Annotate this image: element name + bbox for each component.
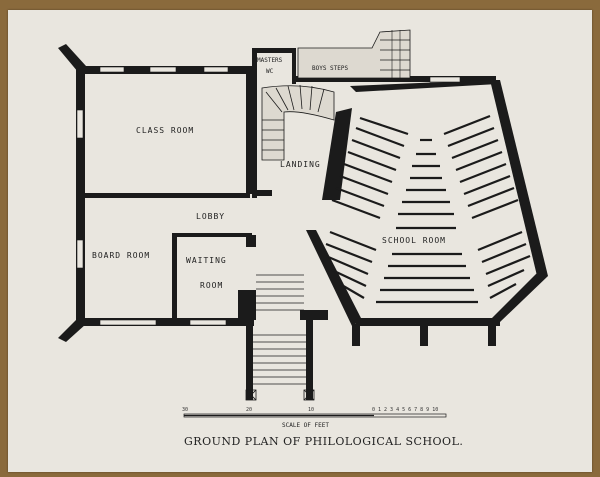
- scale-bar: 30 20 10 0 1 2 3 4 5 6 7 8 9 10 SCALE OF…: [182, 407, 447, 429]
- entrance-wall-left: [246, 320, 253, 400]
- caption: GROUND PLAN OF PHILOLOGICAL SCHOOL.: [184, 435, 463, 448]
- school-wall-se: [492, 272, 548, 322]
- scale-label: SCALE OF FEET: [282, 422, 329, 429]
- buttress-s2: [420, 324, 428, 346]
- entrance-pier: [300, 310, 328, 320]
- wall-masters-right: [292, 48, 296, 84]
- label-wc: WC: [266, 68, 274, 75]
- buttress-s3: [488, 324, 496, 346]
- scale-tick-30: 30: [182, 407, 188, 413]
- wall-stair-bottom: [252, 190, 272, 196]
- main-staircase: [261, 84, 335, 161]
- wall-board-waiting: [172, 233, 177, 318]
- label-board-room: BOARD ROOM: [92, 251, 150, 260]
- scale-tick-20: 20: [246, 407, 252, 413]
- wall-masters-top: [252, 48, 294, 53]
- wall-bottom: [76, 318, 254, 326]
- wall-classroom-right: [246, 74, 253, 194]
- entrance-wall-right: [306, 320, 313, 400]
- school-wall-right: [490, 80, 548, 280]
- wall-landing-right: [322, 108, 352, 200]
- label-waiting: WAITING: [186, 256, 227, 265]
- wall-left: [76, 66, 85, 326]
- label-boys-steps: BOYS STEPS: [312, 65, 349, 72]
- label-school-room: SCHOOL ROOM: [382, 236, 446, 245]
- scale-tick-10: 10: [308, 407, 314, 413]
- school-benches: [325, 114, 531, 304]
- boys-steps: [297, 29, 411, 79]
- label-lobby: LOBBY: [196, 212, 225, 221]
- pier-1: [246, 235, 256, 247]
- scale-ticks-right: 0 1 2 3 4 5 6 7 8 9 10: [372, 407, 438, 413]
- wall-stair-left: [252, 48, 257, 198]
- entrance-steps: [253, 274, 306, 385]
- buttress-sw: [58, 318, 86, 342]
- label-room: ROOM: [200, 281, 223, 290]
- buttress-nw: [58, 44, 86, 72]
- label-class-room: CLASS ROOM: [136, 126, 194, 135]
- label-masters: MASTERS: [257, 57, 283, 64]
- wall-classroom-bottom: [85, 193, 250, 198]
- pier-2: [238, 290, 256, 320]
- wall-steps-bottom: [296, 76, 496, 82]
- school-wall-sw: [306, 230, 362, 326]
- label-landing: LANDING: [280, 160, 321, 169]
- buttress-s1: [352, 324, 360, 346]
- school-wall-top: [350, 80, 498, 92]
- wall-waiting-top: [172, 233, 252, 237]
- school-wall-bottom: [356, 318, 500, 326]
